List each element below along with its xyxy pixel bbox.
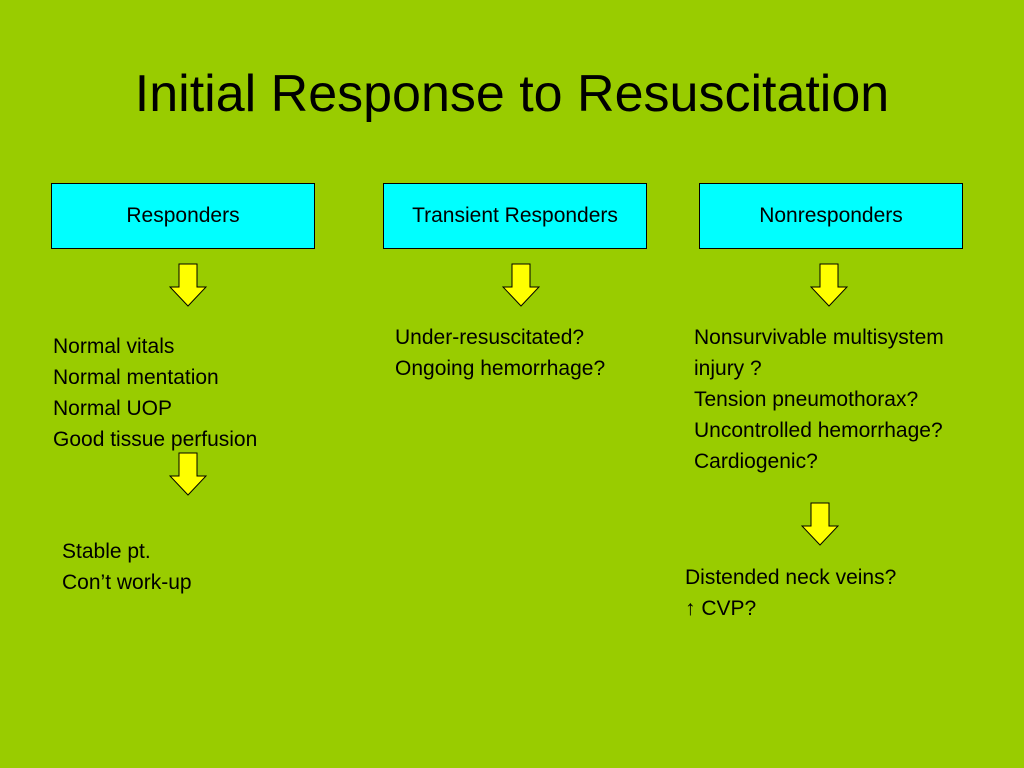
finding-item: Tension pneumothorax? — [694, 388, 919, 411]
finding-item: injury ? — [694, 357, 762, 380]
finding-item: Ongoing hemorrhage? — [395, 357, 606, 380]
finding-item: Uncontrolled hemorrhage? — [694, 419, 943, 442]
down-arrow-icon — [169, 452, 207, 496]
nonresponders-label: Nonresponders — [759, 204, 903, 227]
finding-item: Good tissue perfusion — [53, 428, 258, 451]
down-arrow-icon — [169, 263, 207, 307]
down-arrow-icon — [810, 263, 848, 307]
down-arrow-icon — [801, 502, 839, 546]
finding-item: Cardiogenic? — [694, 450, 818, 473]
responders-findings: Normal vitals Normal mentation Normal UO… — [53, 331, 257, 455]
outcome-item: ↑ CVP? — [685, 597, 757, 620]
nonresponders-outcome: Distended neck veins? ↑ CVP? — [685, 562, 896, 624]
nonresponders-findings: Nonsurvivable multisystem injury ? Tensi… — [694, 322, 944, 477]
finding-item: Normal mentation — [53, 366, 219, 389]
outcome-item: Stable pt. — [62, 540, 151, 563]
transient-responders-box: Transient Responders — [383, 183, 647, 249]
finding-item: Normal vitals — [53, 335, 175, 358]
finding-item: Normal UOP — [53, 397, 173, 420]
outcome-item: Distended neck veins? — [685, 566, 897, 589]
nonresponders-box: Nonresponders — [699, 183, 963, 249]
responders-outcome: Stable pt. Con’t work-up — [62, 536, 192, 598]
responders-box: Responders — [51, 183, 315, 249]
page-title: Initial Response to Resuscitation — [134, 65, 890, 123]
down-arrow-icon — [502, 263, 540, 307]
outcome-item: Con’t work-up — [62, 571, 192, 594]
transient-responders-findings: Under-resuscitated? Ongoing hemorrhage? — [395, 322, 605, 384]
responders-label: Responders — [126, 204, 240, 227]
finding-item: Under-resuscitated? — [395, 326, 585, 349]
finding-item: Nonsurvivable multisystem — [694, 326, 944, 349]
transient-responders-label: Transient Responders — [412, 204, 618, 227]
